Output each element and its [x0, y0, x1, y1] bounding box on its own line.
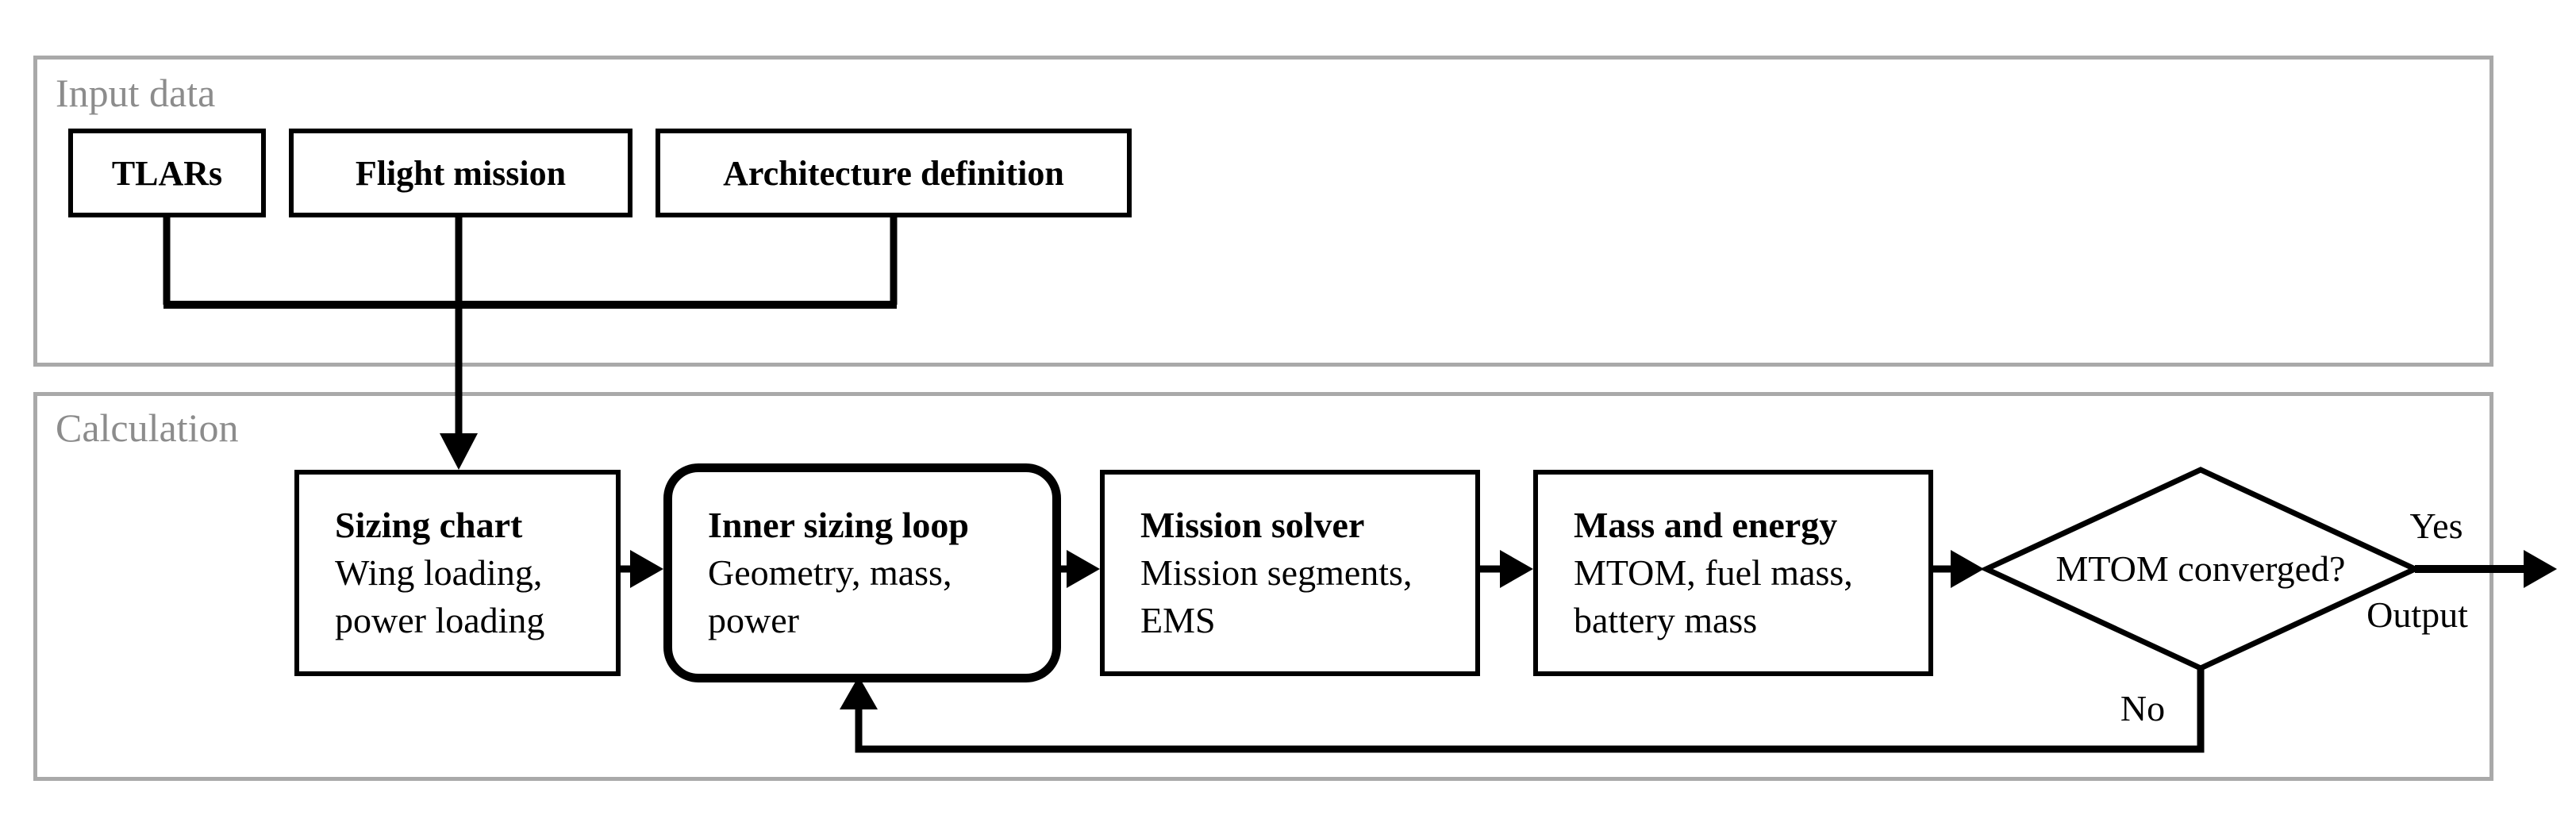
edge-label-yes: Yes: [2409, 505, 2463, 546]
arrowhead-output: [2524, 550, 2557, 588]
sizing-chart-title: Sizing chart: [335, 505, 523, 545]
arrowhead-into-decision: [1951, 550, 1984, 588]
mission-solver-title: Mission solver: [1140, 505, 1365, 545]
mass-and-energy-title: Mass and energy: [1574, 505, 1838, 545]
arrowhead-into-mission-solver: [1067, 550, 1100, 588]
inner-sizing-loop-line1: Geometry, mass,: [708, 552, 952, 593]
connector-no-feedback: [855, 668, 2205, 753]
decision-diamond-label: MTOM converged?: [2055, 548, 2346, 589]
box-flight-mission: Flight mission: [289, 129, 632, 217]
input-data-section-label: Input data: [56, 71, 216, 115]
arrowhead-into-mass-energy: [1500, 550, 1533, 588]
box-flight-mission-label: Flight mission: [355, 153, 567, 193]
box-mission-solver: Mission solver Mission segments, EMS: [1100, 470, 1480, 676]
mission-solver-line2: EMS: [1140, 600, 1216, 640]
mass-and-energy-line2: battery mass: [1574, 600, 1758, 640]
box-tlars-label: TLARs: [111, 153, 223, 193]
edge-label-no: No: [2120, 688, 2166, 728]
mission-solver-line1: Mission segments,: [1140, 552, 1413, 593]
edge-label-output: Output: [2366, 594, 2468, 635]
sizing-chart-line1: Wing loading,: [335, 552, 543, 593]
box-sizing-chart: Sizing chart Wing loading, power loading: [294, 470, 621, 676]
mass-and-energy-line1: MTOM, fuel mass,: [1574, 552, 1853, 593]
box-inner-sizing-loop: Inner sizing loop Geometry, mass, power: [663, 463, 1061, 682]
calculation-section-label: Calculation: [56, 406, 239, 450]
box-architecture-definition-label: Architecture definition: [723, 153, 1064, 193]
sizing-chart-line2: power loading: [335, 600, 545, 640]
box-architecture-definition: Architecture definition: [656, 129, 1132, 217]
box-tlars: TLARs: [68, 129, 266, 217]
inner-sizing-loop-line2: power: [708, 600, 799, 640]
arrowhead-into-sizing-chart: [440, 433, 478, 470]
arrowhead-into-inner-loop: [630, 550, 663, 588]
inner-sizing-loop-title: Inner sizing loop: [708, 505, 969, 545]
arrowhead-feedback-into-inner-loop: [840, 676, 878, 709]
box-mass-and-energy: Mass and energy MTOM, fuel mass, battery…: [1533, 470, 1933, 676]
